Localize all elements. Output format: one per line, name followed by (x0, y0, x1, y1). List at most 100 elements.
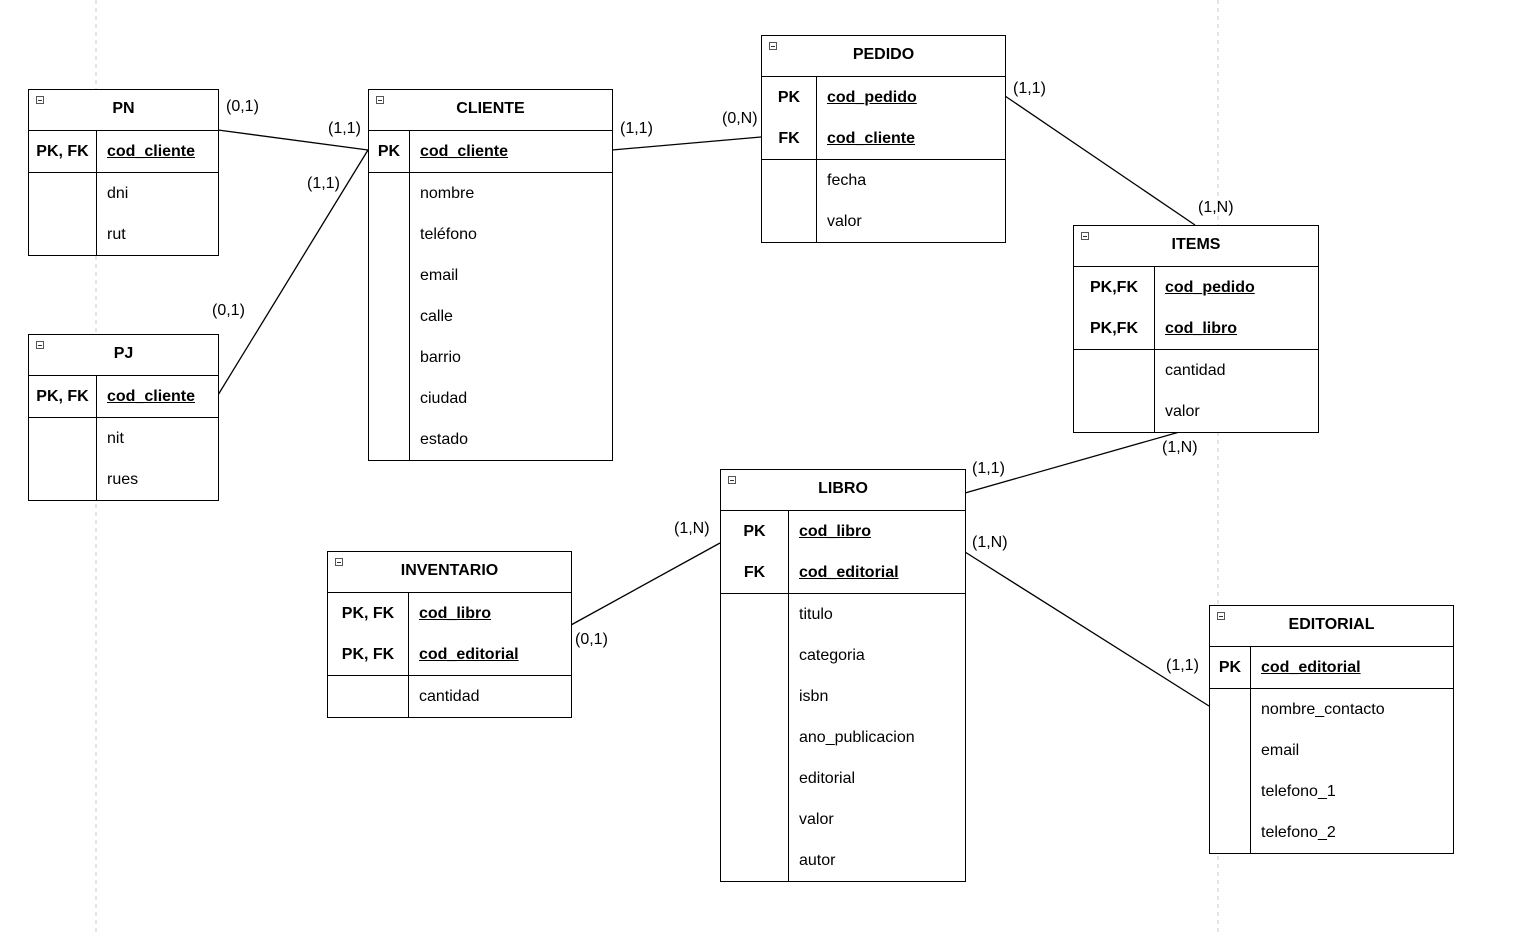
entity-title: EDITORIAL (1210, 606, 1453, 647)
attribute[interactable]: nit (107, 430, 124, 447)
attribute[interactable]: email (420, 267, 459, 284)
key-attribute[interactable]: cod_cliente (420, 143, 509, 160)
key-marker: FK (778, 130, 800, 147)
key-marker (29, 459, 96, 500)
collapse-minus-icon[interactable] (728, 476, 736, 484)
attribute[interactable]: telefono_1 (1261, 783, 1336, 800)
entity-name: EDITORIAL (1288, 616, 1375, 633)
key-marker (762, 160, 816, 201)
rel-libro-items (964, 428, 1191, 494)
key-marker (1074, 350, 1154, 391)
key-marker: PK (743, 523, 766, 540)
attribute[interactable]: cantidad (1165, 362, 1226, 379)
attribute[interactable]: rues (107, 471, 139, 488)
entity-title: PEDIDO (762, 36, 1005, 77)
entity-name: INVENTARIO (400, 562, 499, 579)
attribute[interactable]: autor (799, 852, 836, 869)
rel-pedido-items (1004, 95, 1196, 226)
entity-name: PN (112, 100, 135, 117)
key-attribute[interactable]: cod_libro (799, 523, 872, 540)
key-marker (762, 201, 816, 242)
key-marker (721, 799, 788, 840)
key-marker (328, 676, 408, 717)
key-column: PK FK (721, 511, 789, 881)
attribute[interactable]: categoria (799, 647, 865, 664)
key-marker: PK,FK (1090, 279, 1138, 296)
attribute[interactable]: estado (420, 431, 469, 448)
attribute[interactable]: valor (1165, 403, 1200, 420)
entity-name: ITEMS (1171, 236, 1221, 253)
key-attribute[interactable]: cod_editorial (1261, 659, 1361, 676)
key-marker (721, 594, 788, 635)
card-inventario-to-libro: (0,1) (575, 631, 608, 648)
attribute[interactable]: isbn (799, 688, 829, 705)
entity-title: ITEMS (1074, 226, 1318, 267)
key-attribute[interactable]: cod_editorial (799, 564, 899, 581)
attribute-column: cod_libro cod_editorial cantidad (409, 593, 571, 717)
attribute[interactable]: nombre (420, 185, 475, 202)
key-column: PK (369, 131, 410, 460)
key-attribute[interactable]: cod_cliente (107, 388, 196, 405)
key-marker: PK (377, 143, 401, 160)
key-attribute[interactable]: cod_libro (419, 605, 492, 622)
key-attribute[interactable]: cod_pedido (1165, 279, 1255, 296)
key-marker (1210, 730, 1250, 771)
attribute[interactable]: valor (799, 811, 834, 828)
attribute[interactable]: valor (827, 213, 862, 230)
attribute[interactable]: ciudad (420, 390, 468, 407)
key-marker: PK, FK (36, 143, 89, 160)
rel-inventario-libro (570, 542, 721, 626)
collapse-minus-icon[interactable] (335, 558, 343, 566)
attribute[interactable]: rut (107, 226, 126, 243)
key-attribute[interactable]: cod_libro (1165, 320, 1238, 337)
card-cliente-from-pn: (1,1) (328, 120, 361, 137)
attribute[interactable]: telefono_2 (1261, 824, 1336, 841)
key-marker (369, 378, 409, 419)
key-attribute[interactable]: cod_pedido (827, 89, 917, 106)
key-marker: FK (743, 564, 766, 581)
attribute[interactable]: dni (107, 185, 129, 202)
key-marker: PK (1218, 659, 1242, 676)
key-attribute[interactable]: cod_cliente (827, 130, 916, 147)
collapse-minus-icon[interactable] (36, 341, 44, 349)
attribute[interactable]: barrio (420, 349, 461, 366)
key-attribute[interactable]: cod_editorial (419, 646, 519, 663)
attribute[interactable]: calle (420, 308, 453, 325)
collapse-minus-icon[interactable] (769, 42, 777, 50)
rel-cliente-pedido (611, 136, 762, 151)
attribute[interactable]: teléfono (420, 226, 477, 243)
collapse-minus-icon[interactable] (376, 96, 384, 104)
key-marker (369, 419, 409, 460)
key-marker (721, 758, 788, 799)
attribute[interactable]: nombre_contacto (1261, 701, 1385, 718)
card-pedido-from-cliente: (0,N) (722, 110, 758, 127)
attribute[interactable]: ano_publicacion (799, 729, 915, 746)
collapse-minus-icon[interactable] (1217, 612, 1225, 620)
key-marker (369, 296, 409, 337)
attribute[interactable]: editorial (799, 770, 856, 787)
attribute-column: cod_pedido cod_libro cantidad valor (1155, 267, 1318, 432)
collapse-minus-icon[interactable] (1081, 232, 1089, 240)
attribute[interactable]: email (1261, 742, 1300, 759)
key-marker (29, 214, 96, 255)
attribute[interactable]: titulo (799, 606, 833, 623)
attribute[interactable]: fecha (827, 172, 867, 189)
key-attribute[interactable]: cod_cliente (107, 143, 196, 160)
attribute[interactable]: cantidad (419, 688, 480, 705)
collapse-minus-icon[interactable] (36, 96, 44, 104)
key-marker (721, 635, 788, 676)
key-column: PK, FK (29, 376, 97, 500)
